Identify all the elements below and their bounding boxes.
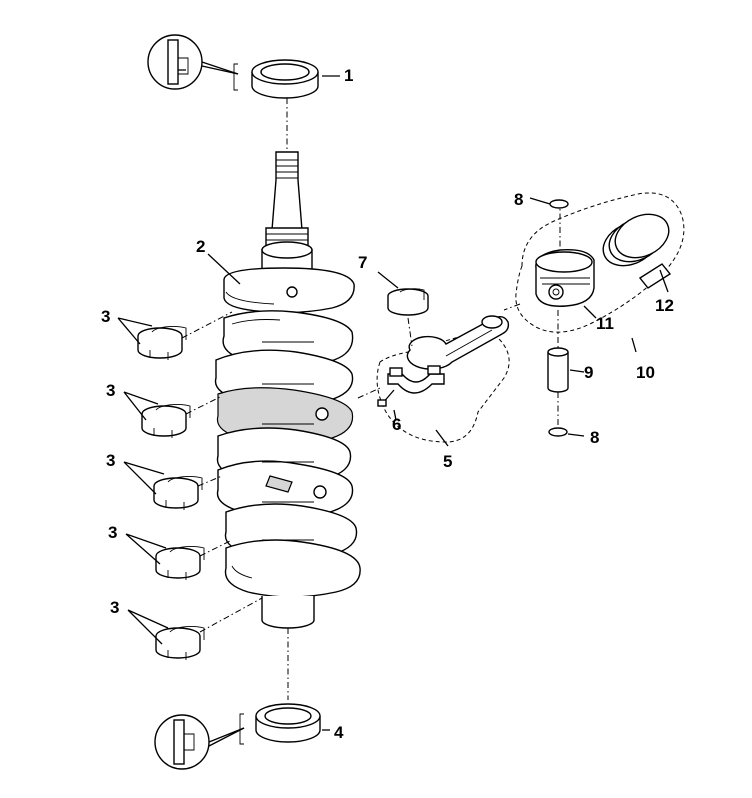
- piston-rings: [602, 213, 672, 289]
- callout-3-b: 3: [106, 381, 115, 400]
- rod-bearing: [387, 288, 429, 316]
- oil-seal-bottom: [255, 703, 321, 743]
- seal-orientation-icon-bottom: [154, 713, 245, 770]
- main-bearing-4: [155, 546, 205, 580]
- callout-8-bottom: 8: [590, 428, 599, 447]
- oil-seal-top: [251, 59, 319, 99]
- callout-10: 10: [636, 363, 655, 382]
- callout-12: 12: [655, 296, 674, 315]
- callout-3-a: 3: [101, 307, 110, 326]
- callout-11: 11: [596, 314, 614, 333]
- callout-6: 6: [392, 415, 401, 434]
- callout-3-d: 3: [108, 523, 117, 542]
- connecting-rod-cap: [387, 365, 445, 394]
- piston-pin: [547, 347, 569, 393]
- crankshaft: [214, 151, 361, 629]
- piston: [535, 249, 595, 307]
- main-bearing-2: [141, 404, 191, 438]
- callout-7: 7: [358, 253, 367, 272]
- callout-1: 1: [344, 66, 353, 85]
- callout-5: 5: [443, 452, 452, 471]
- callout-9: 9: [584, 363, 593, 382]
- seal-orientation-icon-top: [147, 34, 239, 91]
- main-bearing-3: [153, 476, 203, 510]
- circlip-bottom: [548, 427, 568, 437]
- main-bearing-5: [155, 626, 205, 660]
- main-bearing-1: [137, 326, 187, 360]
- callout-4: 4: [334, 723, 344, 742]
- connecting-rod: [406, 315, 510, 370]
- callout-2: 2: [196, 237, 205, 256]
- rod-bolt: [377, 389, 395, 407]
- callout-3-c: 3: [106, 451, 115, 470]
- circlip-top: [549, 199, 569, 209]
- callout-8-top: 8: [514, 190, 523, 209]
- callout-3-e: 3: [110, 598, 119, 617]
